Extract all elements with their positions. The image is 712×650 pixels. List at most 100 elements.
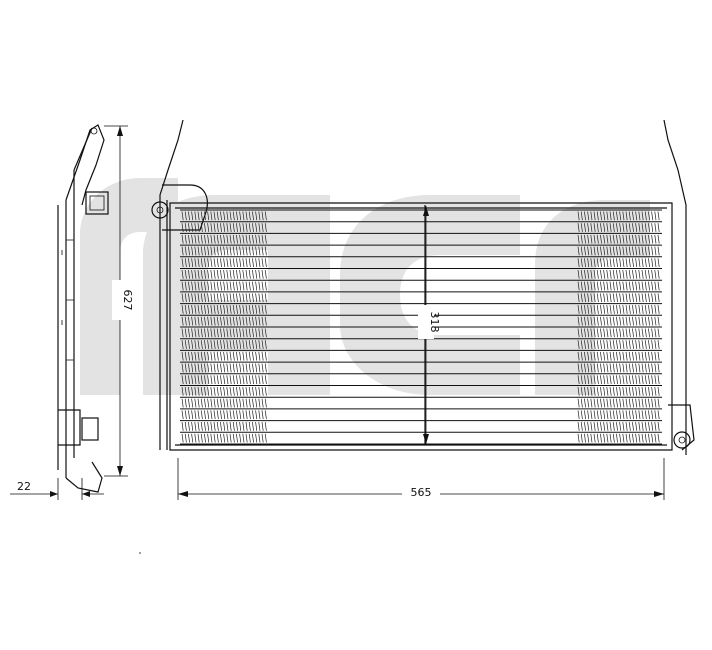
fin-line <box>197 433 200 443</box>
fin-line <box>612 410 615 420</box>
fin-line <box>248 328 251 338</box>
fin-line <box>236 246 238 256</box>
fin-line <box>255 340 258 349</box>
fin-line <box>245 328 248 338</box>
fin-line <box>584 305 586 314</box>
fin-line <box>593 433 596 443</box>
fin-line <box>635 281 638 291</box>
fin-line <box>223 422 226 431</box>
fin-line <box>197 281 200 291</box>
fin-line <box>612 211 615 221</box>
fin-line <box>606 269 609 279</box>
fin-line <box>204 316 206 326</box>
fin-line <box>248 340 251 349</box>
fin-line <box>616 351 618 361</box>
fin-line <box>216 293 219 303</box>
fin-line <box>612 316 615 326</box>
fin-line <box>181 211 184 221</box>
fin-line <box>258 398 261 408</box>
fin-line <box>213 211 216 221</box>
fin-line <box>648 316 650 326</box>
fin-line <box>638 363 641 373</box>
fin-line <box>236 316 238 326</box>
fin-line <box>596 363 599 373</box>
fin-line <box>596 328 599 338</box>
fin-line <box>184 340 187 349</box>
fin-line <box>188 223 190 232</box>
fin-line <box>648 246 650 256</box>
fin-line <box>204 351 206 361</box>
fin-line <box>194 246 197 256</box>
fin-line <box>590 281 593 291</box>
fin-line <box>648 375 650 385</box>
fin-line <box>216 258 219 268</box>
fin-line <box>603 211 606 221</box>
fin-line <box>232 375 235 385</box>
fin-line <box>207 316 210 326</box>
fin-line <box>638 211 641 221</box>
fin-line <box>248 351 251 361</box>
fin-line <box>628 269 631 279</box>
fin-line <box>220 246 222 256</box>
fin-line <box>188 246 190 256</box>
fin-line <box>223 223 226 232</box>
fin-line <box>188 363 190 373</box>
fin-line <box>638 258 641 268</box>
fin-line <box>181 269 184 279</box>
fin-line <box>255 211 258 221</box>
fin-line <box>232 398 235 408</box>
fin-line <box>587 328 590 338</box>
fin-line <box>644 363 647 373</box>
fin-line <box>229 363 232 373</box>
fin-line <box>252 234 254 244</box>
fin-line <box>635 328 638 338</box>
fin-line <box>580 340 583 349</box>
fin-line <box>641 340 644 349</box>
fin-line <box>580 375 583 385</box>
fin-line <box>577 328 580 338</box>
fin-line <box>584 386 586 396</box>
fin-line <box>609 433 612 443</box>
fin-line <box>603 316 606 326</box>
fin-line <box>181 234 184 244</box>
fin-line <box>600 328 602 338</box>
fin-line <box>197 422 200 431</box>
fin-line <box>577 433 580 443</box>
fin-line <box>596 340 599 349</box>
fin-line <box>657 258 660 268</box>
fin-line <box>651 386 654 396</box>
fin-line <box>584 351 586 361</box>
fin-line <box>232 258 235 268</box>
fin-line <box>657 340 660 349</box>
fin-line <box>657 328 660 338</box>
fin-line <box>232 234 235 244</box>
fin-line <box>587 211 590 221</box>
fin-line <box>644 223 647 232</box>
fin-line <box>223 375 226 385</box>
fin-line <box>188 340 190 349</box>
fin-line <box>261 258 264 268</box>
fin-line <box>213 293 216 303</box>
fin-line <box>258 433 261 443</box>
fin-line <box>593 422 596 431</box>
fin-line <box>609 305 612 314</box>
fin-line <box>223 258 226 268</box>
fin-line <box>181 316 184 326</box>
fin-line <box>632 246 634 256</box>
fin-line <box>223 328 226 338</box>
fin-line <box>220 258 222 268</box>
fin-line <box>261 363 264 373</box>
fin-line <box>216 316 219 326</box>
fin-line <box>612 246 615 256</box>
fin-line <box>191 328 194 338</box>
fin-line <box>207 340 210 349</box>
fin-line <box>226 410 229 420</box>
fin-line <box>242 281 245 291</box>
fin-line <box>644 211 647 221</box>
fin-line <box>236 433 238 443</box>
fin-line <box>242 305 245 314</box>
fin-line <box>200 328 203 338</box>
fin-line <box>216 246 219 256</box>
fin-line <box>593 234 596 244</box>
